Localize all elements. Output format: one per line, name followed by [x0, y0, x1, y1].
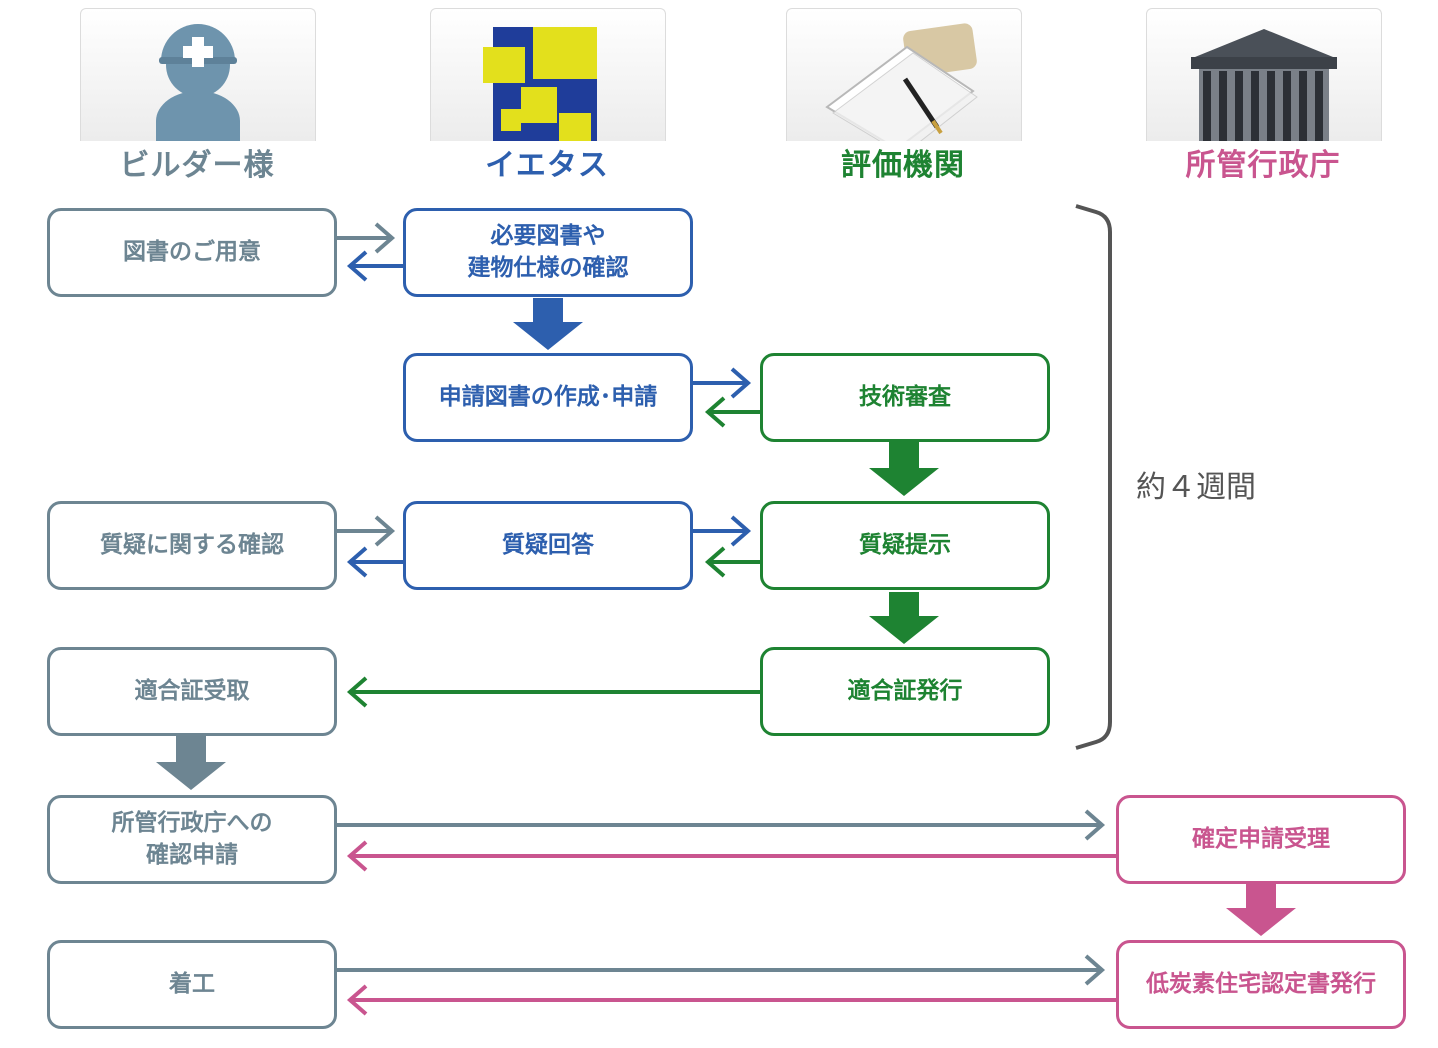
duration-bracket [1075, 204, 1112, 750]
arrow-confirm-to-answer [336, 515, 396, 547]
arrow-answer-to-confirm [346, 546, 404, 578]
arrow-present-to-answer [704, 546, 762, 578]
box-inquiry-confirm: 質疑に関する確認 [47, 501, 337, 590]
arrow-cert-to-construction [346, 984, 1118, 1016]
box-construction: 着工 [47, 940, 337, 1029]
box-inquiry-present: 質疑提示 [760, 501, 1050, 590]
builder-icon-card [80, 8, 316, 141]
box-cert-receive: 適合証受取 [47, 647, 337, 736]
document-pen-icon [825, 23, 978, 141]
arrow-issue-to-receive [346, 676, 762, 708]
box-tech-review: 技術審査 [760, 353, 1050, 442]
arrow-accept-down [1226, 884, 1296, 936]
column-title-government: 所管行政庁 [1185, 148, 1341, 183]
arrow-apply-to-review [692, 367, 752, 399]
arrow-prepare-to-check [336, 222, 396, 254]
box-check-docs: 必要図書や 建物仕様の確認 [403, 208, 693, 297]
arrow-check-down [513, 298, 583, 350]
box-create-apply: 申請図書の作成･申請 [403, 353, 693, 442]
box-cert-lowcarbon: 低炭素住宅認定書発行 [1116, 940, 1406, 1029]
box-gov-accept: 確定申請受理 [1116, 795, 1406, 884]
column-title-ietasu: イエタス [485, 148, 609, 183]
arrow-present-down [869, 592, 939, 644]
arrow-construction-to-cert [336, 954, 1106, 986]
arrow-check-to-prepare [346, 250, 404, 282]
arrow-answer-to-present [692, 515, 752, 547]
box-gov-apply: 所管行政庁への 確認申請 [47, 795, 337, 884]
ietasu-logo-icon [483, 27, 597, 141]
arrow-accept-to-gov-apply [346, 840, 1118, 872]
arrow-receive-down [156, 736, 226, 790]
government-building-icon [1191, 29, 1337, 141]
box-inquiry-answer: 質疑回答 [403, 501, 693, 590]
arrow-review-down [869, 442, 939, 496]
arrow-gov-apply-to-accept [336, 809, 1106, 841]
worker-person-icon [156, 24, 240, 141]
box-cert-issue: 適合証発行 [760, 647, 1050, 736]
agency-icon-card [786, 8, 1022, 141]
column-title-agency: 評価機関 [841, 148, 965, 183]
ietasu-icon-card [430, 8, 666, 141]
arrow-review-to-apply [704, 396, 762, 428]
box-prepare-docs: 図書のご用意 [47, 208, 337, 297]
government-icon-card [1146, 8, 1382, 141]
column-title-builder: ビルダー様 [119, 148, 275, 183]
duration-label: 約４週間 [1136, 470, 1256, 505]
